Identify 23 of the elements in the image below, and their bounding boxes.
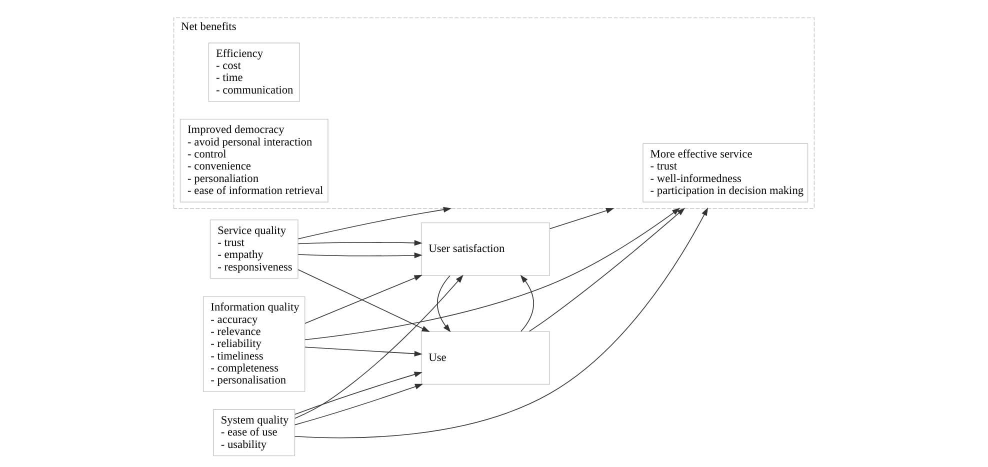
arrow xyxy=(549,208,614,230)
arrow xyxy=(304,274,422,324)
arrow xyxy=(298,269,430,332)
node-box: User satisfaction xyxy=(420,222,550,276)
arrow xyxy=(298,240,422,246)
node-box: Use xyxy=(420,331,550,385)
arrow xyxy=(294,372,422,415)
arrow xyxy=(528,208,686,332)
node-box: Service quality - trust - empathy - responsiveness xyxy=(210,220,298,279)
arrow xyxy=(294,274,464,419)
node-box: Information quality - accuracy - relevance - reliability - timeliness - completeness - personalisation xyxy=(202,296,306,392)
node-box: More effective service - trust - well-informedness - participation in decision making xyxy=(642,143,808,202)
arrow xyxy=(294,207,708,438)
node-box: System quality - ease of use - usability xyxy=(213,409,296,456)
arrow xyxy=(520,274,534,332)
node-box: Improved democracy - avoid personal interaction - control - convenience - personaliation - ease of information retrieval xyxy=(180,118,328,202)
node-box: Efficiency - cost - time - communication xyxy=(208,42,300,102)
arrow xyxy=(294,384,424,426)
arrow xyxy=(437,275,451,332)
arrow xyxy=(298,206,452,240)
arrow xyxy=(304,208,680,340)
arrow xyxy=(298,252,422,258)
arrow xyxy=(304,346,422,357)
